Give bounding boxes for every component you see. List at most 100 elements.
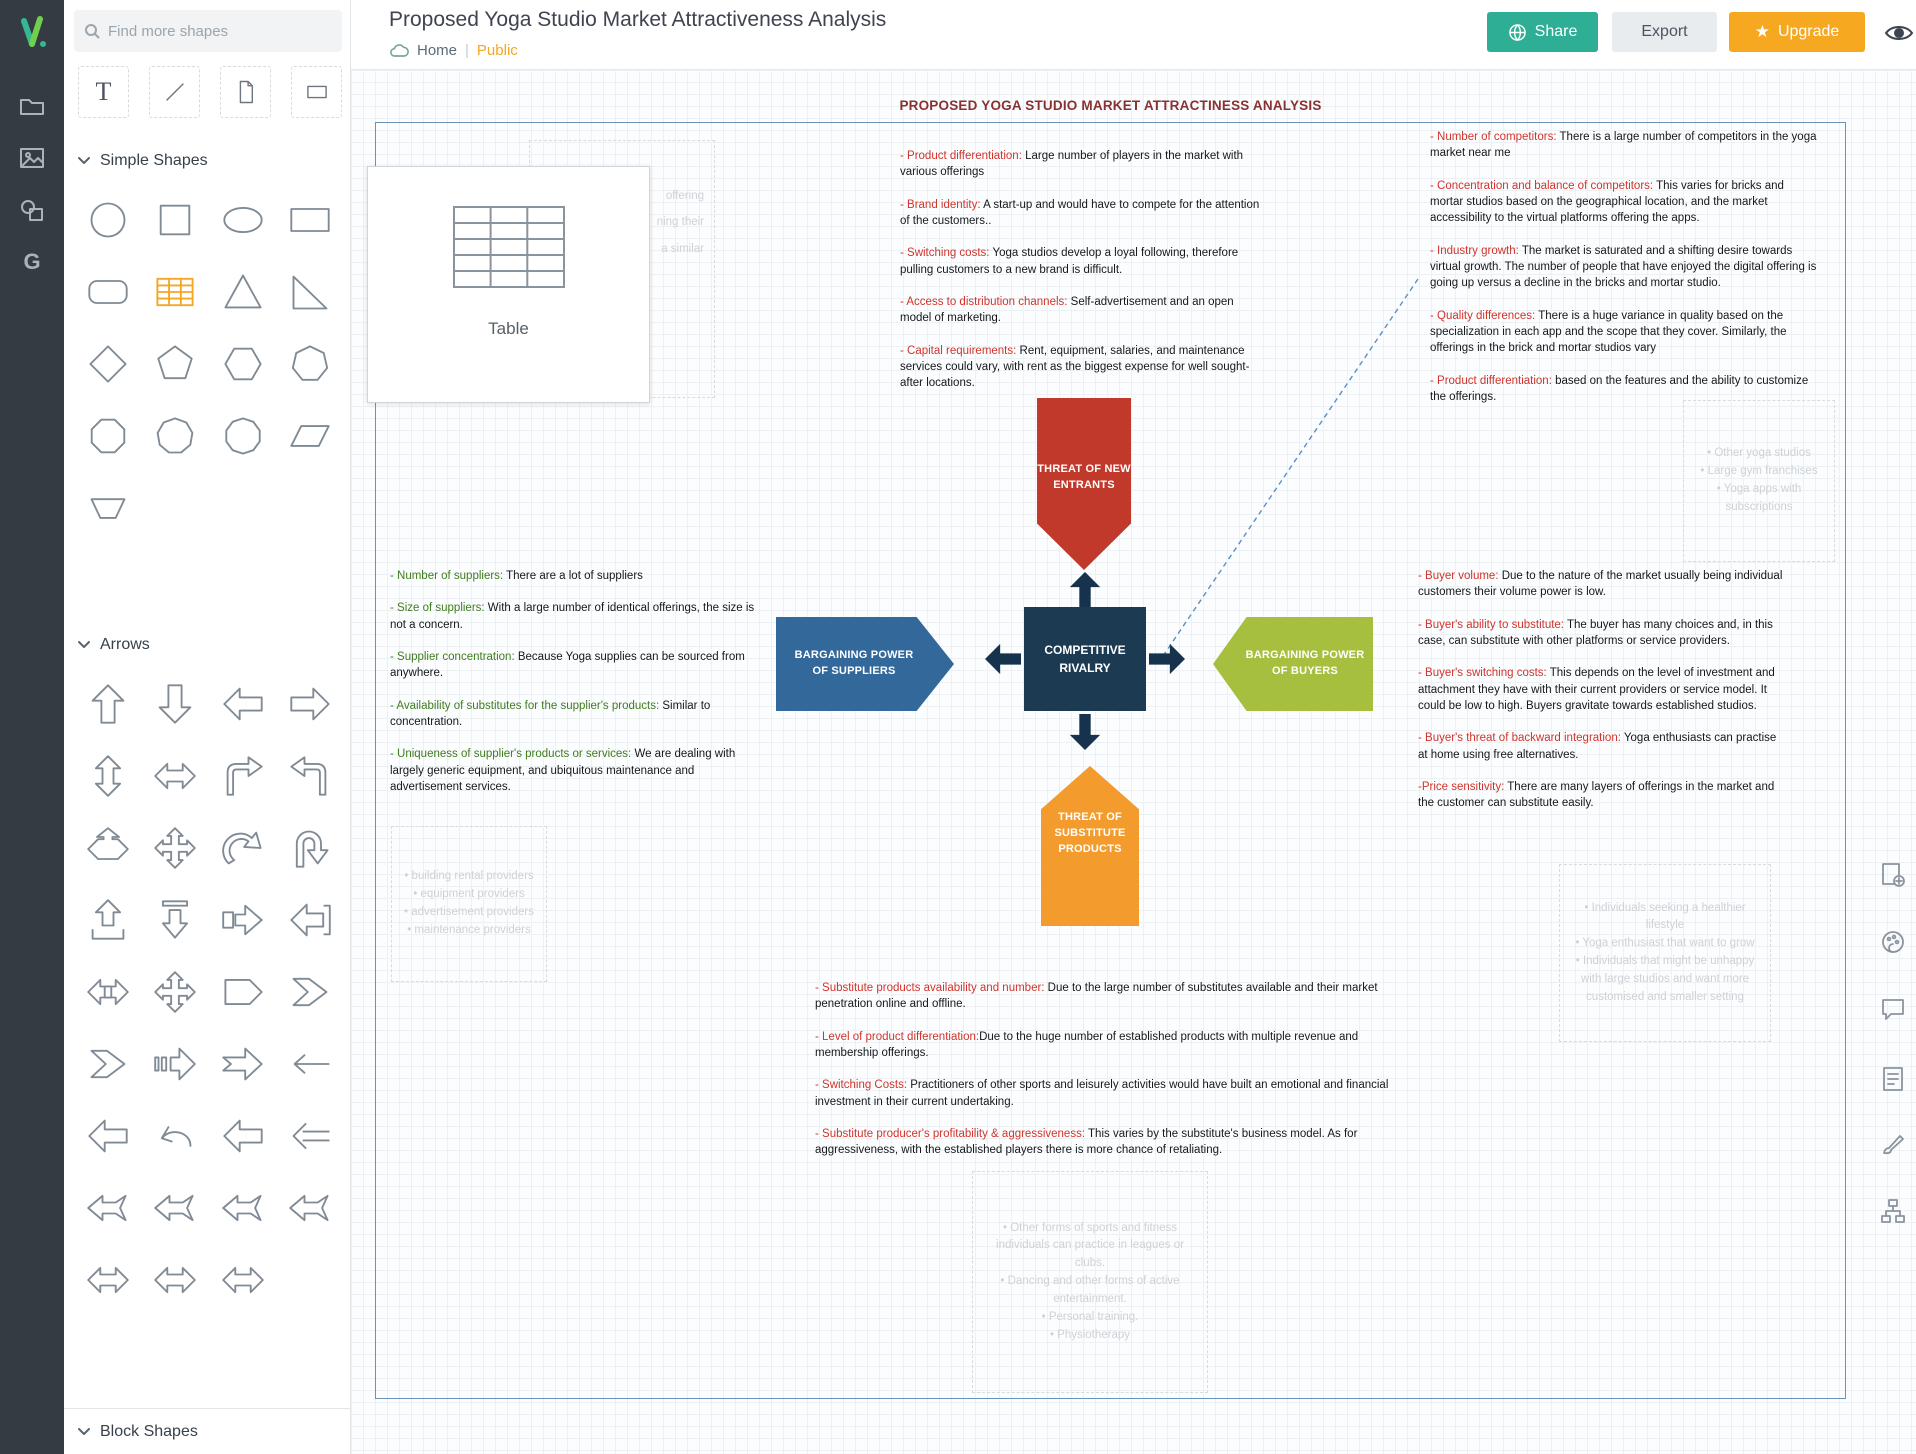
google-icon[interactable]: G [23, 249, 41, 274]
shape-double-horizontal-arrow-2[interactable] [146, 1248, 206, 1312]
text-tool[interactable]: T [78, 66, 129, 118]
document-tool[interactable] [220, 66, 271, 118]
ghost-box-supplier-examples[interactable]: • building rental providers• equipment p… [391, 826, 547, 982]
shape-diamond[interactable] [78, 332, 138, 396]
document-settings-icon[interactable] [1878, 860, 1908, 890]
shape-fishtail-left-arrow[interactable] [78, 1176, 138, 1240]
shape-trapezoid[interactable] [78, 476, 138, 540]
upgrade-button[interactable]: ★ Upgrade [1729, 12, 1865, 52]
shape-square[interactable] [146, 188, 206, 252]
diagram-canvas[interactable]: PROPOSED YOGA STUDIO MARKET ATTRACTINESS… [351, 70, 1916, 1454]
shape-curved-over-left-arrow[interactable] [146, 1104, 206, 1168]
force-bargaining-power-of-buyers[interactable]: BARGAINING POWER OF BUYERS [1213, 617, 1373, 711]
shape-right-triangle[interactable] [281, 260, 341, 324]
shape-fishtail-left-arrow-4[interactable] [281, 1176, 341, 1240]
section-block-shapes[interactable]: Block Shapes [78, 1423, 198, 1441]
shape-arrow-right[interactable] [281, 672, 341, 736]
shape-chevron-arrow-alt[interactable] [78, 1032, 138, 1096]
share-label: Share [1534, 23, 1578, 40]
shape-bent-arrow-up-right[interactable] [213, 744, 273, 808]
factor-label: - Product differentiation: [900, 150, 1022, 162]
notes-icon[interactable] [1878, 1064, 1908, 1094]
shape-arrow-left-right-with-block[interactable] [78, 960, 138, 1024]
shape-nonagon[interactable] [146, 404, 206, 468]
folder-icon[interactable] [0, 82, 64, 130]
shape-parallelogram[interactable] [281, 404, 341, 468]
factor-label: - Buyer's threat of backward integration… [1418, 732, 1621, 745]
preview-eye-icon[interactable] [1883, 22, 1915, 46]
shape-arrow-four-way[interactable] [146, 816, 206, 880]
shape-pentagon-arrow[interactable] [213, 960, 273, 1024]
factor-block-substitutes[interactable]: - Substitute products availability and n… [815, 980, 1393, 1175]
rectangle-tool[interactable] [291, 66, 342, 118]
shape-arrow-left[interactable] [213, 672, 273, 736]
visibility-badge[interactable]: Public [476, 42, 518, 59]
search-input[interactable] [108, 22, 332, 40]
factor-block-suppliers[interactable]: - Number of suppliers: There are a lot o… [390, 568, 758, 811]
shape-pentagon[interactable] [146, 332, 206, 396]
shape-rectangle[interactable] [281, 188, 341, 252]
shape-block-left-arrow[interactable] [78, 1104, 138, 1168]
shape-circle[interactable] [78, 188, 138, 252]
shape-thin-left-arrow[interactable] [281, 1032, 341, 1096]
competitive-rivalry-box[interactable]: COMPETITIVE RIVALRY [1024, 607, 1146, 711]
factor-block-new-entrants[interactable]: - Product differentiation: Large number … [900, 148, 1268, 408]
shape-chevron-arrow[interactable] [281, 960, 341, 1024]
factor-block-competitive-rivalry[interactable]: - Number of competitors: There is a larg… [1430, 129, 1820, 421]
force-bargaining-power-of-suppliers[interactable]: BARGAINING POWER OF SUPPLIERS [776, 617, 954, 711]
shape-triangle[interactable] [213, 260, 273, 324]
shape-fishtail-left-arrow-3[interactable] [213, 1176, 273, 1240]
factor-entry: - Industry growth: The market is saturat… [1430, 243, 1820, 292]
shape-octagon[interactable] [78, 404, 138, 468]
section-arrows[interactable]: Arrows [78, 636, 150, 654]
table-shape-preview: Table [367, 166, 650, 403]
shape-arrow-right-with-tail-box[interactable] [213, 888, 273, 952]
shape-arrow-left-with-bracket[interactable] [281, 888, 341, 952]
shape-search[interactable] [74, 10, 342, 52]
creately-logo[interactable] [0, 8, 64, 56]
export-button[interactable]: Export [1612, 12, 1717, 52]
image-icon[interactable] [0, 134, 64, 182]
shape-table[interactable] [146, 260, 206, 324]
shape-curved-right-arrow[interactable] [213, 816, 273, 880]
shape-double-horizontal-arrow[interactable] [78, 1248, 138, 1312]
shape-hexagon[interactable] [213, 332, 273, 396]
ghost-box-substitute-examples[interactable]: • Other forms of sports and fitness indi… [972, 1171, 1208, 1393]
shape-fishtail-left-arrow-2[interactable] [146, 1176, 206, 1240]
share-button[interactable]: Share [1487, 12, 1598, 52]
export-label: Export [1641, 23, 1688, 40]
factor-block-buyers[interactable]: - Buyer volume: Due to the nature of the… [1418, 568, 1784, 828]
shape-notched-right-arrow[interactable] [213, 1032, 273, 1096]
cloud-icon [390, 43, 409, 57]
shape-double-line-left-arrow[interactable] [281, 1104, 341, 1168]
line-tool[interactable] [149, 66, 200, 118]
shape-block-left-arrow-alt[interactable] [213, 1104, 273, 1168]
breadcrumb-home[interactable]: Home [417, 42, 458, 59]
shape-arrow-left-right[interactable] [146, 744, 206, 808]
shape-arrow-down-from-bar[interactable] [146, 888, 206, 952]
shape-u-turn-arrow[interactable] [281, 816, 341, 880]
data-flow-icon[interactable] [1878, 1196, 1908, 1226]
shape-double-horizontal-arrow-3[interactable] [213, 1248, 273, 1312]
theme-palette-icon[interactable] [1878, 927, 1908, 957]
shape-rounded-rectangle[interactable] [78, 260, 138, 324]
format-brush-icon[interactable] [1878, 1129, 1908, 1159]
ghost-box-buyer-examples[interactable]: • Individuals seeking a healthier lifest… [1559, 864, 1771, 1042]
shape-ellipse[interactable] [213, 188, 273, 252]
shape-bent-arrow-up-left[interactable] [281, 744, 341, 808]
shape-arrow-up-down[interactable] [78, 744, 138, 808]
shape-arrow-left-right-up[interactable] [78, 816, 138, 880]
document-title: Proposed Yoga Studio Market Attractivene… [389, 8, 887, 31]
comment-icon[interactable] [1878, 994, 1908, 1024]
shape-decagon[interactable] [213, 404, 273, 468]
shape-arrow-up[interactable] [78, 672, 138, 736]
shapes-icon[interactable] [0, 186, 64, 234]
shape-arrow-up-from-tray[interactable] [78, 888, 138, 952]
section-simple-shapes[interactable]: Simple Shapes [78, 152, 208, 170]
ghost-box-competitor-examples[interactable]: • Other yoga studios• Large gym franchis… [1683, 400, 1835, 562]
shape-arrow-four-way-small[interactable] [146, 960, 206, 1024]
shape-striped-right-arrow[interactable] [146, 1032, 206, 1096]
rivalry-arrow-left-icon [985, 643, 1021, 675]
shape-heptagon[interactable] [281, 332, 341, 396]
shape-arrow-down[interactable] [146, 672, 206, 736]
